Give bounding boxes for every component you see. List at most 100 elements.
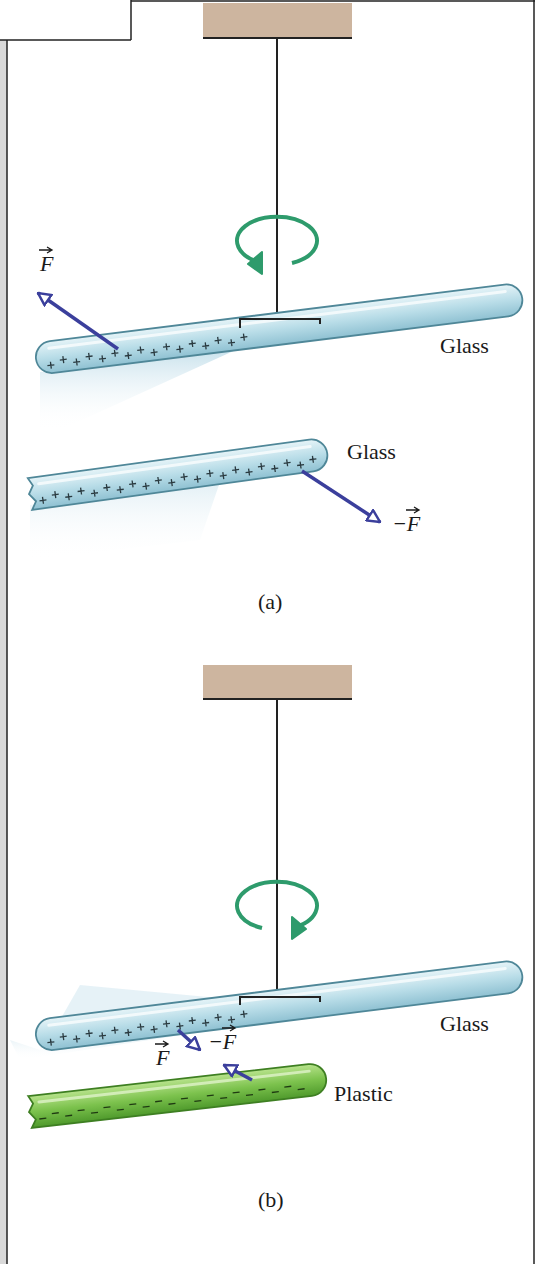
vector-arrow bbox=[39, 247, 52, 253]
suspension-thread bbox=[276, 699, 278, 996]
vector-arrow bbox=[38, 246, 54, 254]
negative-charge bbox=[246, 1094, 253, 1096]
positive-charge bbox=[111, 1026, 119, 1034]
positive-charge bbox=[59, 356, 67, 364]
vector-arrow bbox=[221, 1024, 237, 1032]
vector-arrow bbox=[154, 1040, 170, 1048]
negative-charge bbox=[39, 1118, 46, 1120]
positive-charge bbox=[240, 1010, 248, 1018]
vector-arrow bbox=[405, 506, 421, 514]
negative-charge bbox=[194, 1100, 201, 1102]
positive-charge bbox=[137, 346, 145, 354]
force-label: −F bbox=[208, 1030, 236, 1054]
positive-charge bbox=[47, 361, 55, 369]
ceiling-support bbox=[203, 665, 352, 699]
positive-charge bbox=[99, 355, 107, 363]
positive-charge bbox=[65, 493, 73, 501]
negative-charge bbox=[233, 1091, 240, 1093]
negative-charge bbox=[52, 1112, 59, 1114]
positive-charge bbox=[116, 486, 124, 494]
positive-charge bbox=[271, 465, 279, 473]
panel-label: (a) bbox=[258, 590, 282, 614]
rotation-arrow bbox=[237, 217, 317, 274]
positive-charge bbox=[240, 333, 248, 341]
positive-charge bbox=[283, 459, 291, 467]
label-text: −F bbox=[208, 1030, 236, 1054]
positive-charge bbox=[163, 1020, 171, 1028]
negative-charge bbox=[298, 1088, 305, 1090]
suspension-thread bbox=[276, 38, 278, 318]
negative-charge bbox=[78, 1109, 85, 1111]
positive-charge bbox=[39, 496, 47, 504]
negative-charge bbox=[117, 1109, 124, 1111]
panel-label: (b) bbox=[258, 1188, 284, 1212]
vector-arrow bbox=[155, 1041, 168, 1047]
label-text: (a) bbox=[258, 590, 282, 614]
negative-charge bbox=[103, 1106, 110, 1108]
positive-charge bbox=[309, 455, 317, 463]
positive-charge bbox=[188, 1017, 196, 1025]
positive-charge bbox=[194, 475, 202, 483]
label-text: Glass bbox=[440, 1012, 489, 1036]
positive-charge bbox=[214, 336, 222, 344]
positive-charge bbox=[219, 472, 227, 480]
positive-charge bbox=[124, 1029, 132, 1037]
positive-charge bbox=[202, 1019, 210, 1027]
panel-a bbox=[27, 3, 524, 560]
bracket bbox=[240, 318, 320, 328]
force-arrow bbox=[38, 293, 118, 349]
negative-charge bbox=[91, 1112, 98, 1114]
bracket bbox=[240, 997, 320, 1005]
label-text: Glass bbox=[347, 440, 396, 464]
positive-charge bbox=[176, 1022, 184, 1030]
plastic-rod bbox=[27, 1062, 328, 1128]
label-text: F bbox=[40, 252, 53, 276]
positive-charge bbox=[180, 473, 188, 481]
material-label: Glass bbox=[347, 440, 396, 464]
force-label: F bbox=[40, 252, 53, 276]
positive-charge bbox=[103, 484, 111, 492]
positive-charge bbox=[150, 1025, 158, 1033]
negative-charge bbox=[220, 1097, 227, 1099]
positive-charge bbox=[214, 1013, 222, 1021]
positive-charge bbox=[232, 466, 240, 474]
negative-charge bbox=[155, 1100, 162, 1102]
panel-b bbox=[10, 665, 524, 1128]
positive-charge bbox=[73, 358, 81, 366]
positive-charge bbox=[85, 1030, 93, 1038]
negative-charge bbox=[169, 1103, 176, 1105]
negative-charge bbox=[65, 1115, 72, 1117]
material-label: Plastic bbox=[334, 1082, 393, 1106]
positive-charge bbox=[188, 340, 196, 348]
negative-charge bbox=[258, 1089, 265, 1091]
positive-charge bbox=[59, 1033, 67, 1041]
positive-charge bbox=[176, 345, 184, 353]
positive-charge bbox=[228, 339, 236, 347]
positive-charge bbox=[257, 462, 265, 470]
positive-charge bbox=[163, 343, 171, 351]
glass-rod bbox=[27, 437, 330, 510]
positive-charge bbox=[228, 1016, 236, 1024]
positive-charge bbox=[245, 468, 253, 476]
force-arrow bbox=[302, 471, 380, 522]
positive-charge bbox=[137, 1023, 145, 1031]
rotation-arrow bbox=[237, 882, 317, 939]
glass-rod bbox=[34, 283, 524, 375]
ceiling-support bbox=[203, 3, 352, 38]
positive-charge bbox=[47, 1038, 55, 1046]
positive-charge bbox=[77, 487, 85, 495]
label-text: Plastic bbox=[334, 1082, 393, 1106]
positive-charge bbox=[73, 1035, 81, 1043]
positive-charge bbox=[91, 489, 99, 497]
positive-charge bbox=[154, 477, 162, 485]
force-label: −F bbox=[392, 512, 420, 536]
label-text: −F bbox=[392, 512, 420, 536]
force-arrow bbox=[178, 1030, 200, 1050]
positive-charge bbox=[99, 1032, 107, 1040]
label-text: F bbox=[156, 1046, 169, 1070]
positive-charge bbox=[129, 480, 137, 488]
negative-charge bbox=[129, 1103, 136, 1105]
